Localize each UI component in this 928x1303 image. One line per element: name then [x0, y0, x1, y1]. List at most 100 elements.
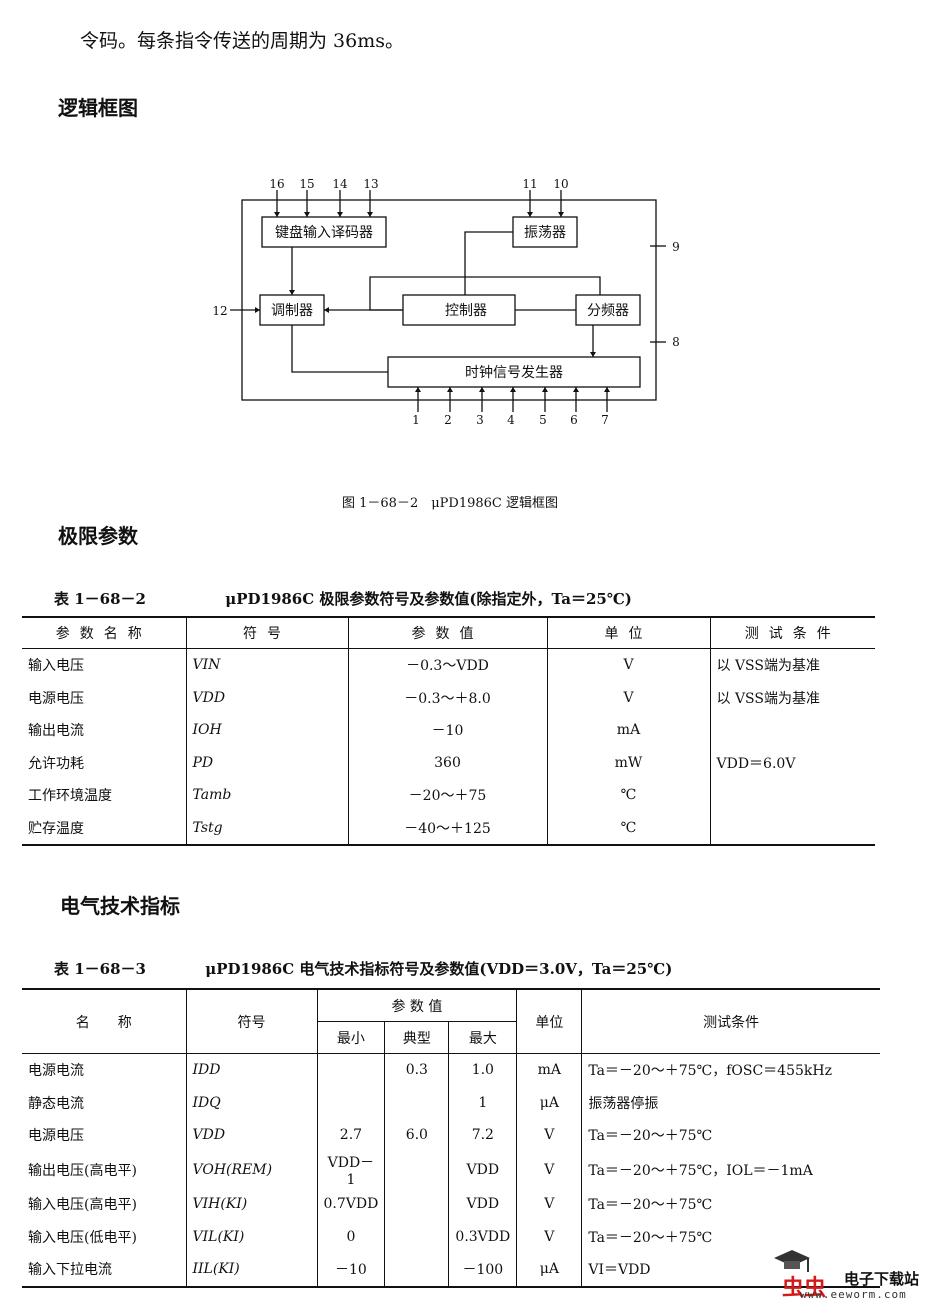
- cell-typ: [384, 1220, 450, 1253]
- pin-10: 10: [553, 177, 568, 191]
- table-subheader-row: 最小 典型 最大: [22, 1021, 880, 1054]
- cell-min: －10: [317, 1252, 386, 1287]
- pin-1: 1: [412, 413, 420, 427]
- cell-condition: Ta＝－20～＋75℃: [588, 1229, 713, 1246]
- cell-unit: V: [547, 648, 711, 682]
- cell-max: －100: [448, 1252, 518, 1287]
- logic-block-diagram: 键盘输入译码器 振荡器 调制器 控制器 分频器 时钟信号发生器 16 15 14…: [212, 177, 680, 427]
- cell-typ: [384, 1086, 450, 1120]
- label-oscillator: 振荡器: [524, 225, 566, 241]
- cell-condition: Ta＝－20～＋75℃，fOSC＝455kHz: [588, 1063, 832, 1080]
- cell-symbol: VDD: [186, 1119, 318, 1152]
- table-header-row: 参数名称 符号 参数值 单位 测试条件: [22, 617, 875, 649]
- table1-title: μPD1986C 极限参数符号及参数值(除指定外，Ta＝25℃): [225, 590, 632, 608]
- table-row: 输出电压(高电平) VOH(REM) VDD－1 VDD V Ta＝－20～＋7…: [22, 1151, 880, 1188]
- header-condition: 测试条件: [581, 989, 880, 1054]
- section-title-limits: 极限参数: [58, 524, 138, 548]
- cell-unit: V: [516, 1119, 583, 1152]
- label-modulator: 调制器: [271, 303, 313, 319]
- header-value: 参数值: [348, 617, 548, 649]
- table2-caption: 表 1－68－3 μPD1986C 电气技术指标符号及参数值(VDD＝3.0V，…: [54, 958, 672, 979]
- cell-symbol: IDD: [186, 1053, 318, 1087]
- cell-unit: V: [516, 1151, 583, 1188]
- table2-title: μPD1986C 电气技术指标符号及参数值(VDD＝3.0V，Ta＝25℃): [205, 960, 673, 978]
- table-row: 电源电压 VDD －0.3～＋8.0 V 以 VSS端为基准: [22, 681, 875, 714]
- table1-caption: 表 1－68－2 μPD1986C 极限参数符号及参数值(除指定外，Ta＝25℃…: [54, 588, 632, 609]
- cell-max: 7.2: [448, 1119, 518, 1152]
- pin-2: 2: [444, 413, 452, 427]
- cell-unit: μA: [516, 1086, 583, 1120]
- graduation-cap-icon: [774, 1250, 810, 1272]
- pin-15: 15: [299, 177, 314, 191]
- cell-min: 0: [317, 1220, 386, 1253]
- header-symbol: 符号: [186, 989, 318, 1054]
- cell-symbol: VDD: [186, 681, 349, 714]
- pin-16: 16: [269, 177, 284, 191]
- cell-min: VDD－1: [317, 1151, 386, 1188]
- cell-min: 2.7: [317, 1119, 386, 1152]
- cell-name: 电源电流: [22, 1053, 187, 1087]
- figure-caption: 图 1－68－2 μPD1986C 逻辑框图: [342, 496, 558, 511]
- label-controller: 控制器: [445, 303, 487, 319]
- pin-9: 9: [672, 240, 680, 254]
- cell-symbol: VIN: [186, 648, 349, 682]
- cell-condition: VI＝VDD: [588, 1262, 651, 1279]
- cell-condition: Ta＝－20～＋75℃: [588, 1197, 713, 1214]
- watermark-site-name: 电子下载站: [844, 1270, 920, 1288]
- pin-7: 7: [601, 413, 609, 427]
- table2-number: 表 1－68－3: [54, 960, 146, 978]
- table-row: 电源电流 IDD 0.3 1.0 mA Ta＝－20～＋75℃，fOSC＝455…: [22, 1053, 880, 1087]
- cell-min: 0.7VDD: [317, 1187, 386, 1221]
- table-row: 输入电压(高电平) VIH(KI) 0.7VDD VDD V Ta＝－20～＋7…: [22, 1187, 880, 1221]
- label-clock-generator: 时钟信号发生器: [465, 364, 563, 381]
- cell-name: 输入电压: [22, 648, 187, 682]
- cell-unit: mA: [547, 714, 711, 747]
- cell-unit: ℃: [547, 811, 711, 845]
- header-name: 参数名称: [22, 617, 187, 649]
- pin-6: 6: [570, 413, 578, 427]
- cell-name: 输入电压(高电平): [22, 1187, 187, 1221]
- cell-unit: V: [547, 681, 711, 714]
- pin-11: 11: [522, 177, 537, 191]
- watermark-logo: 虫虫: [782, 1276, 827, 1301]
- cell-name: 输入电压(低电平): [22, 1220, 187, 1253]
- cell-value: －10: [348, 714, 548, 747]
- cell-value: －0.3～＋8.0: [348, 681, 548, 714]
- header-min: 最小: [317, 1021, 386, 1054]
- table-row: 工作环境温度 Tamb －20～＋75 ℃: [22, 779, 875, 812]
- cell-name: 输出电压(高电平): [22, 1151, 187, 1188]
- cell-value: －0.3～VDD: [348, 648, 548, 682]
- cell-condition: VDD＝6.0V: [716, 755, 796, 772]
- label-keyboard-decoder: 键盘输入译码器: [275, 224, 373, 241]
- header-name: 名 称: [22, 989, 187, 1054]
- cell-condition: 振荡器停振: [588, 1095, 659, 1112]
- header-unit: 单位: [516, 989, 583, 1054]
- cell-symbol: VIL(KI): [186, 1220, 318, 1253]
- cell-min: [317, 1086, 386, 1120]
- cell-value: 360: [348, 746, 548, 779]
- cell-max: 0.3VDD: [448, 1220, 518, 1253]
- cell-name: 电源电压: [22, 681, 187, 714]
- cell-typ: 0.3: [384, 1053, 450, 1087]
- cell-unit: V: [516, 1220, 583, 1253]
- pin-3: 3: [476, 413, 484, 427]
- cell-min: [317, 1053, 386, 1087]
- cell-symbol: Tstg: [186, 811, 349, 845]
- cell-condition: Ta＝－20～＋75℃，IOL＝－1mA: [588, 1162, 813, 1179]
- table-row: 允许功耗 PD 360 mW VDD＝6.0V: [22, 746, 875, 779]
- header-params: 参 数 值: [317, 989, 518, 1022]
- cell-condition: [710, 779, 875, 812]
- cell-symbol: IIL(KI): [186, 1252, 318, 1287]
- table-row: 输入电压 VIN －0.3～VDD V 以 VSS端为基准: [22, 648, 875, 682]
- cell-name: 输入下拉电流: [22, 1252, 187, 1287]
- pin-4: 4: [507, 413, 515, 427]
- limits-table: 参数名称 符号 参数值 单位 测试条件 输入电压 VIN －0.3～VDD V …: [22, 616, 875, 846]
- pin-13: 13: [363, 177, 378, 191]
- cell-typ: 6.0: [384, 1119, 450, 1152]
- cell-unit: mA: [516, 1053, 583, 1087]
- cell-value: －40～＋125: [348, 811, 548, 845]
- electrical-table: 名 称 符号 参 数 值 单位 测试条件 最小 典型 最大 电源电流 IDD 0…: [22, 988, 880, 1288]
- cell-condition: 以 VSS端为基准: [716, 658, 821, 675]
- cell-max: 1.0: [448, 1053, 518, 1087]
- cell-typ: [384, 1187, 450, 1221]
